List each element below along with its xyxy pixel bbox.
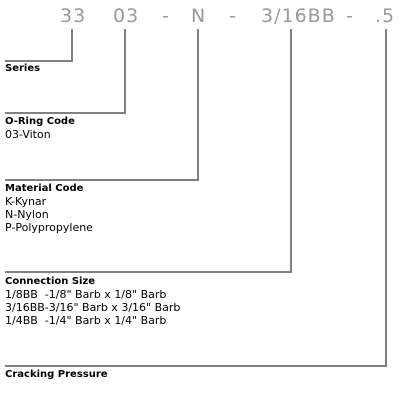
series-title: Series (5, 63, 41, 74)
connection-option: 1/8BB -1/8" Barb x 1/8" Barb (5, 288, 167, 301)
leader-line-material (5, 29, 199, 181)
code-material: N (191, 5, 207, 27)
code-pressure: .5 (375, 5, 396, 27)
material-option: N-Nylon (5, 208, 49, 221)
connection-option: 1/4BB -1/4" Barb x 1/4" Barb (5, 314, 167, 327)
material-option: P-Polypropylene (5, 221, 93, 234)
code-connection: 3/16BB (261, 5, 336, 27)
code-series: 33 (60, 5, 87, 27)
oring-options: 03-Viton (5, 128, 51, 141)
material-title: Material Code (5, 183, 84, 194)
code-separator-1: - (162, 5, 169, 27)
leader-line-pressure (5, 29, 387, 367)
code-separator-3: - (346, 5, 353, 27)
material-option: K-Kynar (5, 195, 47, 208)
connection-options: 1/8BB -1/8" Barb x 1/8" Barb 3/16BB-3/16… (5, 288, 180, 327)
pressure-title: Cracking Pressure (5, 369, 108, 380)
code-separator-2: - (229, 5, 236, 27)
oring-option: 03-Viton (5, 128, 51, 141)
leader-line-connection (5, 29, 292, 273)
connection-option: 3/16BB-3/16" Barb x 3/16" Barb (5, 301, 181, 314)
oring-title: O-Ring Code (5, 116, 75, 127)
material-options: K-Kynar N-Nylon P-Polypropylene (5, 195, 93, 234)
leader-line-series (5, 29, 73, 62)
connection-title: Connection Size (5, 276, 96, 287)
leader-line-oring (5, 29, 126, 114)
code-oring: 03 (113, 5, 140, 27)
